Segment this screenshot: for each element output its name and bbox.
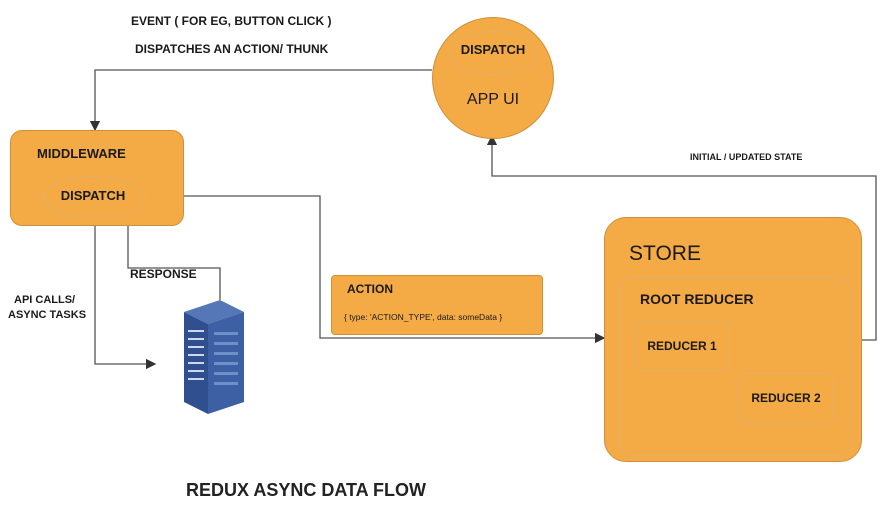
app-ui-node: DISPATCH APP UI [432,17,554,139]
app-ui-dispatch-ellipse [448,31,538,75]
store-box: STORE ROOT REDUCER REDUCER 1 REDUCER 2 [604,217,862,462]
middleware-dispatch-label: DISPATCH [60,188,126,203]
state-label: INITIAL / UPDATED STATE [690,152,803,162]
footer-title: REDUX ASYNC DATA FLOW [186,480,426,500]
middleware-title: MIDDLEWARE [37,146,126,161]
action-box: ACTION { type: 'ACTION_TYPE', data: some… [331,275,543,335]
event-text-line2: DISPATCHES AN ACTION/ THUNK [135,42,329,56]
server-icon [162,298,258,416]
store-title: STORE [629,242,701,265]
api-label-line1: API CALLS/ [14,294,76,306]
event-text-line1: EVENT ( FOR EG, BUTTON CLICK ) [131,14,332,28]
app-to-middleware-arrow [89,69,432,132]
middleware-box: MIDDLEWARE DISPATCH [10,130,184,226]
action-title: ACTION [347,282,393,296]
reducer-2-box: REDUCER 2 [738,373,834,423]
action-payload: { type: 'ACTION_TYPE', data: someData } [344,312,503,322]
response-label: RESPONSE [130,267,197,281]
app-ui-dispatch-label: DISPATCH [460,42,526,57]
store-to-app-arrow [486,134,877,341]
dispatch-to-store-arrow [142,195,606,344]
root-reducer-box: ROOT REDUCER REDUCER 1 REDUCER 2 [619,276,851,456]
api-call-arrow [94,225,157,370]
app-ui-label: APP UI [466,91,520,108]
api-label-line2: ASYNC TASKS [8,309,87,321]
reducer-1-label: REDUCER 1 [647,339,717,353]
response-arrow [122,209,221,300]
reducer-2-label: REDUCER 2 [751,391,821,405]
reducer-1-box: REDUCER 1 [634,321,730,371]
middleware-dispatch-ellipse [43,176,145,218]
root-reducer-title: ROOT REDUCER [640,291,754,307]
